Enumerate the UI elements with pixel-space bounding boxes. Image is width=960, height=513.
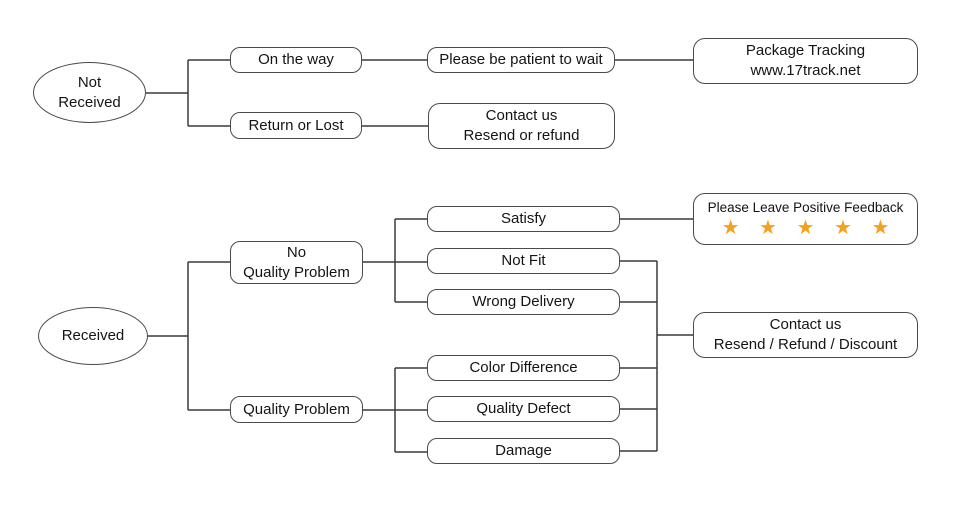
node-package-tracking-line2: www.17track.net xyxy=(750,62,861,79)
node-package-tracking-line1: Package Tracking xyxy=(745,42,866,60)
node-return-or-lost-label: Return or Lost xyxy=(248,116,344,134)
node-quality-problem: Quality Problem xyxy=(230,396,363,423)
node-quality-problem-label: Quality Problem xyxy=(243,400,350,418)
node-please-be-patient: Please be patient to wait xyxy=(427,47,615,73)
node-wrong-delivery: Wrong Delivery xyxy=(427,289,620,315)
node-positive-feedback: Please Leave Positive Feedback ★ ★ ★ ★ ★ xyxy=(693,193,918,245)
node-satisfy-label: Satisfy xyxy=(500,210,546,228)
node-not-received-line2: Received xyxy=(58,93,121,111)
node-contact-resend-refund: Contact us Resend or refund xyxy=(428,103,615,149)
node-contact-resend-refund-line1: Contact us xyxy=(485,107,558,125)
node-color-difference: Color Difference xyxy=(427,355,620,381)
node-contact-discount-line1: Contact us xyxy=(769,316,842,334)
node-contact-discount: Contact us Resend / Refund / Discount xyxy=(693,312,918,358)
node-received: Received xyxy=(38,307,148,365)
node-return-or-lost: Return or Lost xyxy=(230,112,362,139)
node-received-label: Received xyxy=(61,327,125,345)
node-damage-label: Damage xyxy=(495,442,552,460)
node-no-quality-problem: No Quality Problem xyxy=(230,241,363,284)
node-quality-defect: Quality Defect xyxy=(427,396,620,422)
node-please-be-patient-label: Please be patient to wait xyxy=(439,51,603,69)
node-satisfy: Satisfy xyxy=(427,206,620,232)
node-no-quality-problem-line1: No xyxy=(286,243,307,261)
node-on-the-way: On the way xyxy=(230,47,362,73)
node-on-the-way-label: On the way xyxy=(258,51,334,69)
node-damage: Damage xyxy=(427,438,620,464)
node-quality-defect-label: Quality Defect xyxy=(476,400,571,418)
node-contact-discount-line2: Resend / Refund / Discount xyxy=(713,336,898,353)
five-star-rating-icon: ★ ★ ★ ★ ★ xyxy=(721,217,897,240)
node-not-fit-label: Not Fit xyxy=(501,252,546,270)
node-positive-feedback-label: Please Leave Positive Feedback xyxy=(707,199,904,215)
node-not-received: Not Received xyxy=(33,62,146,123)
node-contact-resend-refund-line2: Resend or refund xyxy=(463,127,580,144)
node-not-fit: Not Fit xyxy=(427,248,620,274)
node-wrong-delivery-label: Wrong Delivery xyxy=(472,293,575,311)
node-package-tracking: Package Tracking www.17track.net xyxy=(693,38,918,84)
node-color-difference-label: Color Difference xyxy=(469,359,578,377)
node-no-quality-problem-line2: Quality Problem xyxy=(243,263,350,281)
node-not-received-line1: Not xyxy=(77,73,102,91)
